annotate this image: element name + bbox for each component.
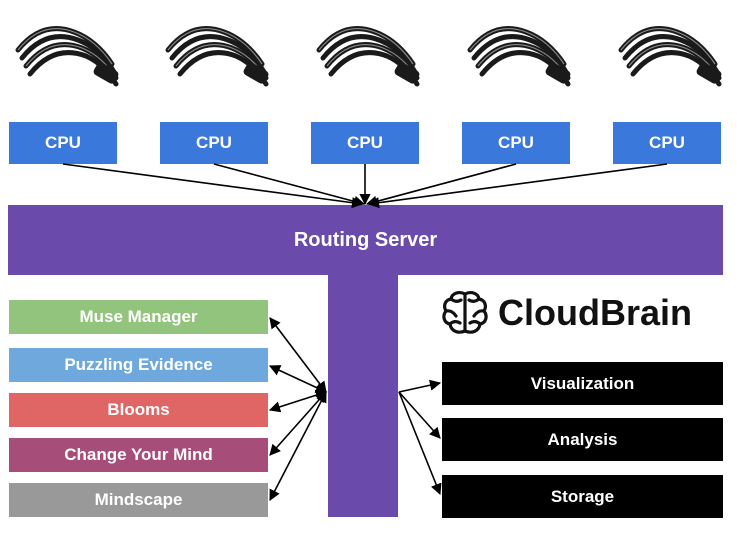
cpu-label: CPU [649, 133, 685, 152]
cpu-label: CPU [196, 133, 232, 152]
arrow-cpu-to-router [365, 163, 517, 207]
cpu-box-1: CPU [9, 122, 117, 164]
cpu-box-4: CPU [462, 122, 570, 164]
cpu-box-5: CPU [613, 122, 721, 164]
app-muse-manager: Muse Manager [9, 300, 268, 334]
app-blooms: Blooms [9, 393, 268, 427]
eeg-headset-icon [165, 26, 269, 87]
routing-server-stem [328, 274, 398, 517]
brain-icon [442, 291, 488, 334]
app-label: Puzzling Evidence [64, 355, 213, 374]
arrow-cpu-to-router [213, 163, 366, 207]
cloudbrain-logo: CloudBrain [440, 285, 725, 341]
app-label: Mindscape [94, 490, 183, 509]
cpu-box-3: CPU [311, 122, 419, 164]
service-label: Analysis [547, 429, 618, 449]
routing-server-box: Routing Server [8, 205, 723, 275]
arrow-cpu-to-router [367, 163, 668, 209]
eeg-headset-icon [618, 26, 722, 87]
app-label: Change Your Mind [64, 445, 213, 464]
service-label: Visualization [530, 373, 635, 393]
arrow-router-app [269, 317, 327, 393]
app-label: Muse Manager [79, 307, 198, 326]
service-analysis: Analysis [442, 418, 723, 461]
cpu-label: CPU [45, 133, 81, 152]
arrow-router-app [269, 391, 327, 501]
app-mindscape: Mindscape [9, 483, 268, 517]
app-label: Blooms [107, 400, 170, 419]
brand-name: CloudBrain [498, 292, 692, 333]
cpu-label: CPU [498, 133, 534, 152]
app-change-your-mind: Change Your Mind [9, 438, 268, 472]
routing-server-label: Routing Server [293, 228, 438, 251]
arrow-router-app [268, 365, 328, 393]
eeg-headset-icon [467, 26, 571, 87]
cpu-box-2: CPU [160, 122, 268, 164]
cpu-label: CPU [347, 133, 383, 152]
service-storage: Storage [442, 475, 723, 518]
arrow-router-service [398, 391, 441, 439]
eeg-headset-icon [316, 26, 420, 87]
eeg-headset-icon [15, 26, 119, 87]
service-visualization: Visualization [442, 362, 723, 405]
service-label: Storage [550, 486, 615, 506]
arrow-router-service [398, 391, 442, 496]
arrow-cpu-to-router [62, 163, 364, 209]
app-puzzling-evidence: Puzzling Evidence [9, 348, 268, 382]
arrow-router-service [398, 379, 442, 393]
